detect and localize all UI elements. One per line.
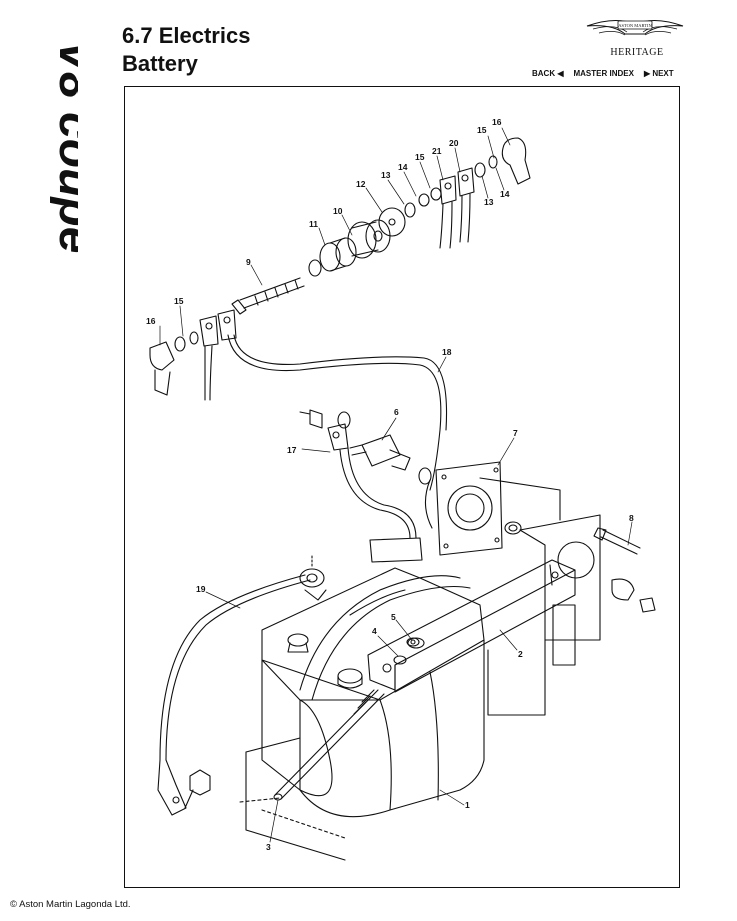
- clamp-bolt: [593, 527, 656, 613]
- leader-lines: [159, 127, 633, 843]
- battery: [261, 567, 485, 818]
- label-2: 2: [518, 649, 523, 659]
- terminal-left: [149, 309, 237, 401]
- positive-cable: [227, 334, 448, 491]
- label-9: 9: [246, 257, 251, 267]
- label-12: 12: [356, 179, 366, 189]
- isolator-switch: [349, 434, 411, 471]
- fasteners: [393, 637, 420, 665]
- earth-cable: [157, 555, 327, 816]
- label-7: 7: [513, 428, 518, 438]
- label-16b: 16: [146, 316, 156, 326]
- isolator-plate: [418, 461, 522, 556]
- clamp-rod: [273, 689, 385, 801]
- side-brand-text: V8 coupe: [49, 40, 78, 253]
- back-link[interactable]: BACK ◀: [532, 69, 564, 78]
- label-17: 17: [287, 445, 297, 455]
- label-13a: 13: [381, 170, 391, 180]
- battery-strap: [299, 575, 461, 691]
- label-15a: 15: [415, 152, 425, 162]
- label-15c: 15: [174, 296, 184, 306]
- page-title: Battery: [122, 51, 198, 76]
- label-20: 20: [449, 138, 459, 148]
- v8-coupe-side-brand: V8 coupe: [49, 40, 78, 253]
- master-index-link[interactable]: MASTER INDEX: [573, 69, 634, 78]
- label-19: 19: [196, 584, 206, 594]
- label-4: 4: [372, 626, 377, 636]
- terminal-right: [439, 137, 531, 249]
- heritage-label: HERITAGE: [610, 47, 664, 58]
- label-14a: 14: [398, 162, 408, 172]
- label-16a: 16: [492, 117, 502, 127]
- switch-cable: [299, 409, 423, 563]
- aston-martin-wings-logo: ASTON MARTIN: [586, 20, 684, 36]
- page-navigation: BACK ◀ MASTER INDEX ▶ NEXT: [532, 69, 674, 78]
- section-title: 6.7 Electrics: [122, 23, 251, 48]
- terminal-assembly: [308, 187, 442, 277]
- label-6: 6: [394, 407, 399, 417]
- clamp-bar: [367, 559, 576, 693]
- label-18: 18: [442, 347, 452, 357]
- next-link[interactable]: ▶ NEXT: [643, 69, 674, 78]
- terminal-stud: [231, 277, 305, 315]
- page-header: 6.7 Electrics Battery: [122, 22, 250, 78]
- battery-box: [239, 477, 601, 861]
- label-8: 8: [629, 513, 634, 523]
- diagram-frame: [124, 86, 680, 888]
- label-13b: 13: [484, 197, 494, 207]
- copyright-footer: © Aston Martin Lagonda Ltd.: [10, 899, 131, 910]
- label-1: 1: [465, 800, 470, 810]
- label-5: 5: [391, 612, 396, 622]
- label-3: 3: [266, 842, 271, 852]
- label-11: 11: [309, 219, 318, 229]
- label-10: 10: [333, 206, 343, 216]
- label-21: 21: [432, 146, 442, 156]
- label-14b: 14: [500, 189, 510, 199]
- logo-text: ASTON MARTIN: [618, 23, 652, 28]
- part-labels: 1 2 3 4 5 6 7 8 9 10 11 12 13 13 14 14 1…: [146, 117, 634, 852]
- label-15b: 15: [477, 125, 487, 135]
